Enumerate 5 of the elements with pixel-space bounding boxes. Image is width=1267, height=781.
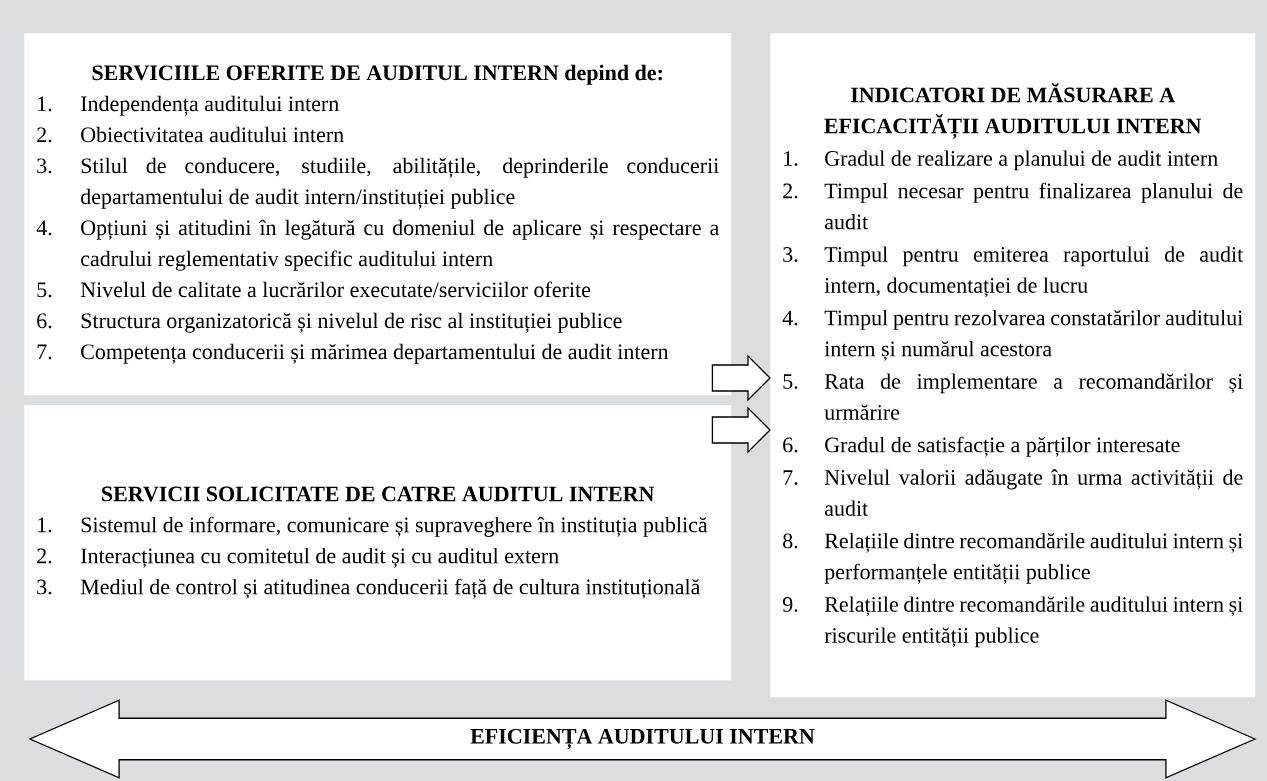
text-box: SERVICII SOLICITATE DE CATRE AUDITUL INTERN 1. Sistemul de informare, comunicare și supraveghere în instituția publică 2. Interacțiunea cu comitetul de audit și cu auditul extern 3. Mediul de control și atitudinea conducerii față de cultura instituțională bbox=[24, 405, 732, 681]
block-arrow bbox=[711, 406, 771, 454]
block-arrow bbox=[711, 354, 771, 402]
text-box: INDICATORI DE MĂSURARE A EFICACITĂȚII AUDITULUI INTERN 1. Gradul de realizare a planului de audit intern 2. Timpul necesar pentru finalizarea planului de audit 3. Timpul pentru emiterea raportului de audit intern, documentației de lucru 4. Timpul pentru rezolvarea constatărilor auditului intern și numărul acestora 5. Rata de implementare a recomandărilor și urmărire 6. Gradul de satisfacție a părților interesate 7. Nivelul valorii adăugate în urma activității de audit 8. Relațiile dintre recomandările auditului intern și performanțele entității publice 9. Relațiile dintre recomandările auditului intern și riscurile entității publice bbox=[770, 33, 1256, 698]
text-box: SERVICIILE OFERITE DE AUDITUL INTERN depind de: 1. Independența auditului intern 2. Obiectivitatea auditului intern 3. Stilul de conducere, studiile, abilitățile, deprinderile conducerii departamentului de audit intern/instituției publice 4. Opțiuni și atitudini în legătură cu domeniul de aplicare și respectare a cadrului reglementativ specific auditului intern 5. Nivelul de calitate a lucrărilor executate/serviciilor oferite 6. Structura organizatorică și nivelul de risc al instituției publice 7. Competența conducerii și mărimea departamentului de audit intern bbox=[24, 33, 732, 396]
